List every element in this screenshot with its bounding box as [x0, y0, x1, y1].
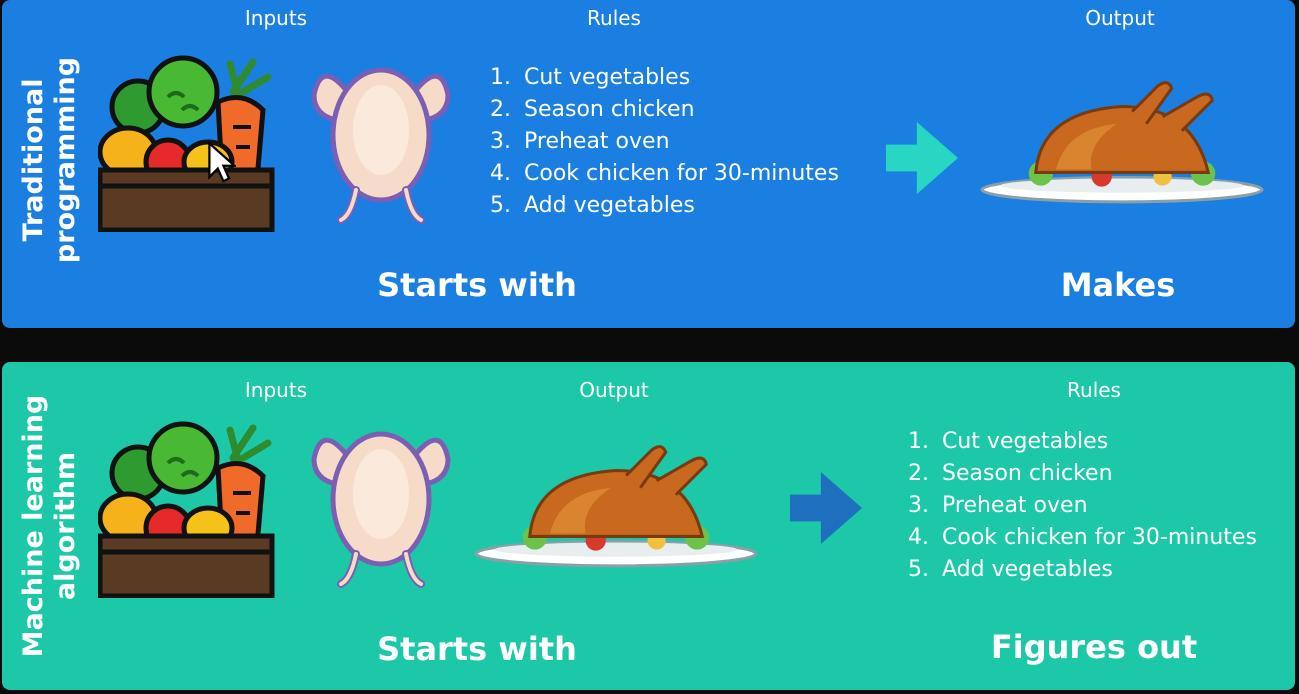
- rules-header: Rules: [1067, 378, 1121, 402]
- figures-out-label: Figures out: [990, 628, 1198, 666]
- arrow-right-icon: [886, 122, 958, 194]
- side-label-line-1: Traditional: [18, 78, 49, 242]
- rule-item: 1.Cut vegetables: [490, 65, 691, 90]
- machine-learning-panel: Machine learning algorithm Inputs Output…: [2, 362, 1295, 690]
- rule-item: 3.Preheat oven: [908, 493, 1088, 518]
- rule-item: 5.Add vegetables: [490, 193, 695, 218]
- starts-with-label: Starts with: [377, 266, 577, 304]
- rules-list: 1.Cut vegetables 2.Season chicken 3.Preh…: [490, 62, 839, 222]
- mouse-cursor-icon: [208, 142, 236, 183]
- rule-item: 2.Season chicken: [908, 461, 1113, 486]
- inputs-header: Inputs: [244, 6, 308, 30]
- rules-list: 1.Cut vegetables 2.Season chicken 3.Preh…: [908, 426, 1257, 586]
- rule-item: 3.Preheat oven: [490, 129, 670, 154]
- inputs-header: Inputs: [244, 378, 308, 402]
- raw-chicken-icon: [306, 50, 456, 230]
- rule-item: 5.Add vegetables: [908, 557, 1113, 582]
- traditional-programming-panel: Traditional programming Inputs Rules Out…: [2, 0, 1295, 328]
- arrow-right-icon: [790, 472, 862, 544]
- side-label-line-2: algorithm: [50, 451, 81, 601]
- rule-item: 1.Cut vegetables: [908, 429, 1109, 454]
- rule-item: 2.Season chicken: [490, 97, 695, 122]
- side-label-line-1: Machine learning: [18, 394, 49, 658]
- rule-item: 4.Cook chicken for 30-minutes: [908, 525, 1257, 550]
- roast-chicken-icon: [474, 440, 758, 572]
- side-label-line-2: programming: [50, 56, 81, 264]
- vegetable-crate-icon: [98, 52, 278, 232]
- roast-chicken-icon: [980, 76, 1264, 208]
- vegetable-crate-icon: [98, 418, 278, 598]
- raw-chicken-icon: [306, 414, 456, 594]
- rules-header: Rules: [587, 6, 641, 30]
- rule-item: 4.Cook chicken for 30-minutes: [490, 161, 839, 186]
- starts-with-label: Starts with: [377, 630, 577, 668]
- makes-label: Makes: [1060, 266, 1176, 304]
- output-header: Output: [579, 378, 649, 402]
- output-header: Output: [1085, 6, 1155, 30]
